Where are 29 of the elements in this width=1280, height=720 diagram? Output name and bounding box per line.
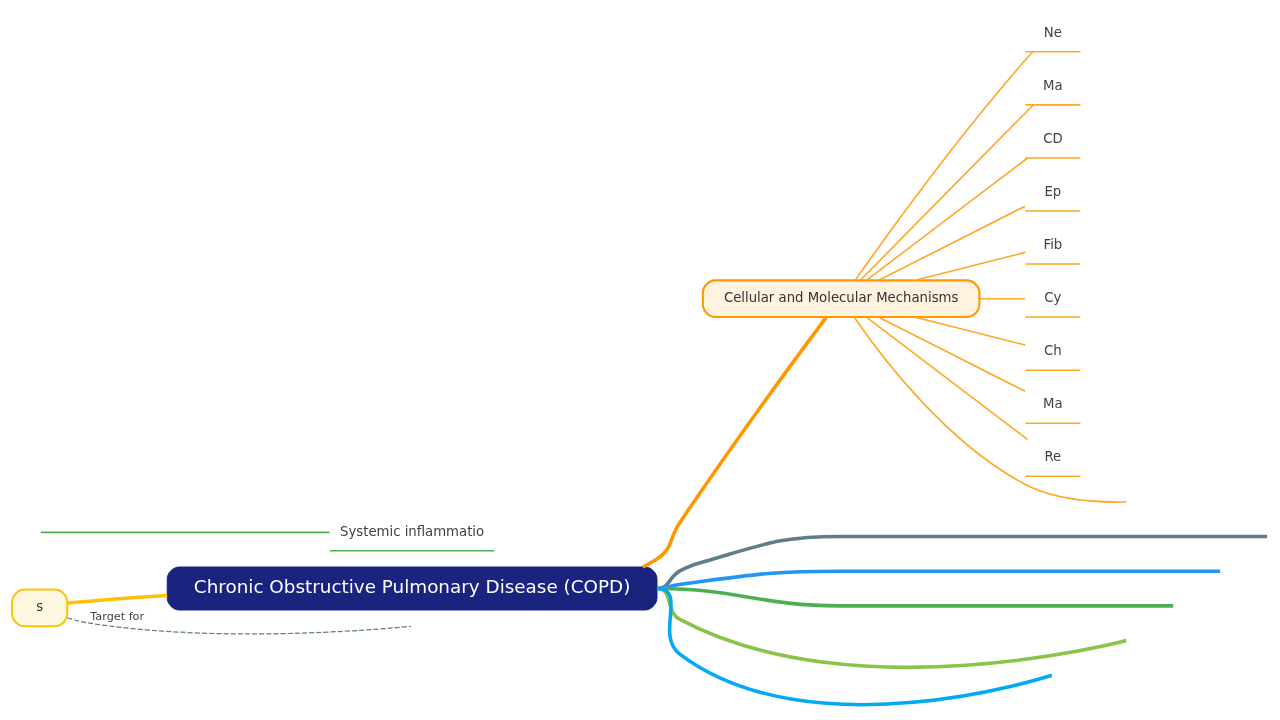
connector [914, 316, 1027, 346]
connector [641, 316, 828, 569]
connector [656, 586, 1053, 707]
connector [853, 316, 1128, 503]
node-text: Ne [1043, 24, 1062, 40]
connector [914, 251, 1027, 282]
connector [854, 51, 1034, 281]
node-box: s [11, 588, 69, 628]
edge-label: Target for [90, 609, 145, 623]
node-text: Ch [1044, 343, 1062, 359]
connector [39, 531, 331, 534]
node-text: Ma [1043, 396, 1063, 412]
node-text: Ma [1043, 77, 1063, 93]
connector [877, 205, 1026, 282]
node-text: Re [1044, 449, 1062, 465]
node-text: Ep [1044, 184, 1062, 200]
node-box: Cellular and Molecular Mechanisms [701, 279, 981, 319]
connector [859, 104, 1035, 282]
connector [67, 593, 168, 605]
connector [865, 157, 1029, 281]
connector [877, 316, 1026, 393]
node-text: Cy [1044, 290, 1062, 306]
node-text: CD [1043, 131, 1063, 147]
connector [978, 297, 1026, 300]
connector [66, 617, 412, 635]
node-box: Chronic Obstructive Pulmonary Disease (COPD) [166, 566, 658, 611]
node-text: Fib [1043, 237, 1063, 253]
connector [865, 316, 1029, 441]
node-text: Systemic inflammatio [340, 523, 485, 539]
